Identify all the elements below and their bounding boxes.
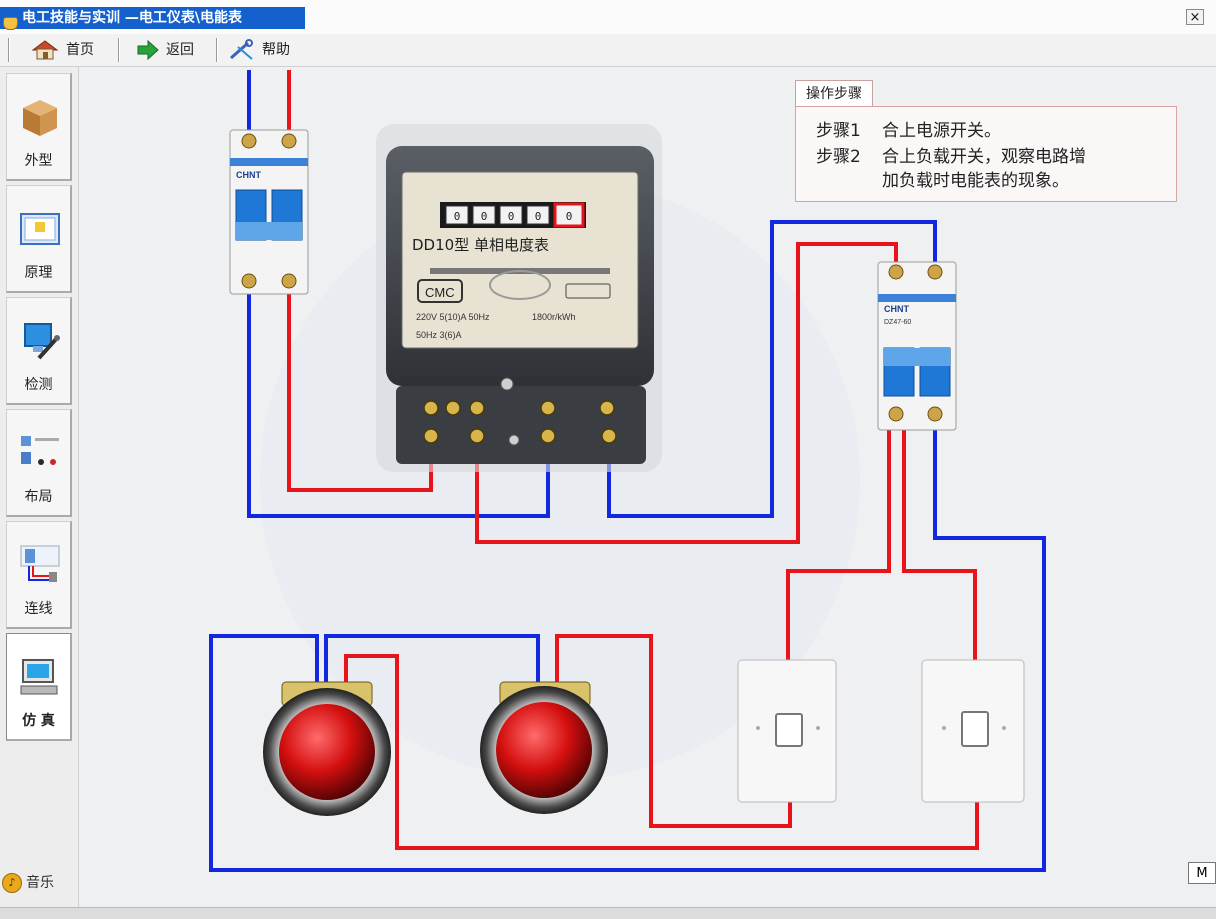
toolbar-separator	[8, 38, 10, 62]
lamp-1[interactable]	[263, 681, 391, 816]
monitor-tool-icon	[24, 323, 60, 360]
home-label: 首页	[66, 42, 94, 58]
meter-spec: 1800r/kWh	[532, 312, 576, 322]
sidebar-item-appearance[interactable]: 外型	[6, 73, 72, 181]
back-button[interactable]: 返回	[136, 38, 194, 62]
wire	[344, 654, 979, 850]
window-title: 电工技能与实训 —电工仪表\电能表	[22, 10, 242, 26]
toolbar-separator	[118, 38, 120, 62]
energy-meter[interactable]: 0 0 0 0 0 DD10型 单相电度表 CMC 220V 5(10)A 50…	[376, 124, 662, 472]
wall-switch-1[interactable]	[737, 659, 837, 803]
meter-digit: 0	[535, 210, 542, 223]
meter-digit: 0	[454, 210, 461, 223]
meter-digit: 0	[481, 210, 488, 223]
sidebar-item-label: 布局	[24, 489, 53, 505]
sidebar-item-label: 外型	[24, 153, 53, 169]
sidebar-item-label: 原理	[24, 265, 53, 281]
meter-digit: 0	[508, 210, 515, 223]
title-bar: 电工技能与实训 —电工仪表\电能表 ×	[0, 0, 1216, 35]
neutral-wires	[209, 70, 1046, 872]
wall-switch-2[interactable]	[921, 659, 1025, 803]
wire	[324, 634, 540, 682]
meter-model-label: DD10型 单相电度表	[412, 236, 549, 254]
sidebar-item-principle[interactable]: 原理	[6, 185, 72, 293]
music-icon: ♪	[2, 873, 22, 893]
sidebar-item-wiring[interactable]: 连线	[6, 521, 72, 629]
wire	[247, 280, 550, 518]
toolbar: 首页 返回 帮助	[0, 34, 1216, 67]
arrow-right-icon	[137, 40, 159, 60]
step-1: 步骤1 合上电源开关。	[816, 119, 1001, 143]
steps-box: 步骤1 合上电源开关。 步骤2 合上负载开关，观察电路增 加负载时电能表的现象。	[795, 106, 1177, 202]
home-button[interactable]: 首页	[30, 38, 94, 62]
step-1-key: 步骤1	[816, 121, 861, 141]
back-label: 返回	[166, 42, 194, 58]
wire	[786, 420, 891, 662]
meter-cert-mark: CMC	[425, 285, 455, 300]
operation-steps-panel: 操作步骤 步骤1 合上电源开关。 步骤2 合上负载开关，观察电路增 加负载时电能表的…	[795, 80, 1177, 202]
step-2-text: 合上负载开关，观察电路增	[882, 147, 1086, 167]
wiring-icon	[20, 545, 60, 582]
main-circuit-breaker[interactable]: CHNT	[229, 129, 309, 295]
breaker-brand: CHNT	[236, 170, 261, 180]
sidebar-item-simulation[interactable]: 仿 真	[6, 633, 72, 741]
step-2: 步骤2 合上负载开关，观察电路增	[816, 145, 1086, 169]
step-2-continued: 加负载时电能表的现象。	[882, 171, 1069, 191]
music-label: 音乐	[26, 875, 54, 891]
help-button[interactable]: 帮助	[228, 38, 290, 62]
lamp-2[interactable]	[480, 681, 608, 814]
load-circuit-breaker[interactable]: CHNT DZ47-60	[877, 261, 957, 431]
schematic-icon	[20, 213, 60, 245]
music-toggle[interactable]: ♪音乐	[2, 872, 54, 893]
breaker-brand: CHNT	[884, 304, 909, 314]
status-bar	[0, 907, 1216, 919]
wire	[607, 220, 937, 518]
help-tool-icon	[230, 39, 253, 60]
house-icon	[31, 40, 59, 60]
help-label: 帮助	[262, 42, 290, 58]
breaker-model: DZ47-60	[884, 319, 911, 326]
close-button[interactable]: ×	[1186, 9, 1204, 25]
meter-spec: 220V 5(10)A 50Hz	[416, 312, 490, 322]
sidebar-item-label: 检测	[24, 377, 53, 393]
wire	[475, 242, 898, 544]
steps-tab[interactable]: 操作步骤	[795, 80, 873, 107]
window-title-box: 电工技能与实训 —电工仪表\电能表	[0, 7, 305, 30]
wire	[555, 634, 792, 828]
sidebar-item-layout[interactable]: 布局	[6, 409, 72, 517]
sidebar-item-label: 仿 真	[22, 713, 55, 729]
sidebar-item-label: 连线	[24, 601, 53, 617]
sidebar: 外型 原理 检测 布局	[0, 67, 79, 907]
computer-icon	[20, 659, 58, 695]
meter-digit: 0	[566, 210, 573, 223]
box-icon	[23, 100, 57, 136]
meter-register: 0 0 0 0 0	[445, 202, 585, 228]
sidebar-item-detection[interactable]: 检测	[6, 297, 72, 405]
mode-button[interactable]: M	[1188, 862, 1216, 884]
step-1-text: 合上电源开关。	[882, 121, 1001, 141]
meter-spec: 50Hz 3(6)A	[416, 330, 462, 340]
step-2-key: 步骤2	[816, 147, 861, 167]
app-icon	[3, 17, 18, 30]
wire	[902, 420, 977, 662]
layout-icon	[21, 436, 59, 465]
wire	[209, 420, 1046, 872]
toolbar-separator	[216, 38, 218, 62]
meter-terminals	[423, 400, 617, 444]
